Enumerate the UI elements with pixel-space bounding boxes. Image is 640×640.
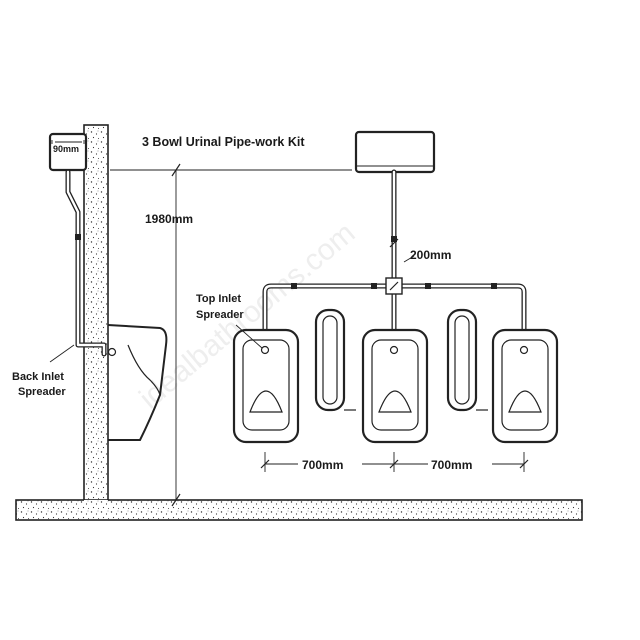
back-inlet-label: Back Inlet Spreader xyxy=(12,344,75,398)
back-inlet-label-line1: Back Inlet xyxy=(12,371,64,383)
wall xyxy=(83,124,109,504)
side-cistern: 90mm xyxy=(48,132,88,172)
top-inlet-label: Top Inlet Spreader xyxy=(196,293,263,349)
top-inlet-label-line1: Top Inlet xyxy=(196,293,241,305)
spacing-left-label: 700mm xyxy=(302,458,343,472)
urinal-divider-right xyxy=(446,308,488,412)
urinal-bowl-left xyxy=(232,328,300,444)
urinal-divider-left xyxy=(314,308,356,412)
height-dimension: 1980mm xyxy=(110,163,352,507)
urinal-bowl-right xyxy=(491,328,559,444)
urinal-bowl-center xyxy=(361,328,429,444)
floor xyxy=(15,499,583,521)
bowl-spacing-dimension: 700mm 700mm xyxy=(260,452,529,472)
cistern-width-label: 90mm xyxy=(53,144,79,154)
height-label: 1980mm xyxy=(145,212,193,226)
side-urinal-bowl xyxy=(107,324,168,441)
spacing-right-label: 700mm xyxy=(431,458,472,472)
back-inlet-label-line2: Spreader xyxy=(18,386,66,398)
spacing-dimension: 200mm xyxy=(389,238,451,291)
side-flush-pipe xyxy=(65,169,117,357)
spacing-label: 200mm xyxy=(410,248,451,262)
front-cistern xyxy=(354,130,436,174)
diagram-title: 3 Bowl Urinal Pipe-work Kit xyxy=(142,135,305,149)
top-inlet-label-line2: Spreader xyxy=(196,309,244,321)
